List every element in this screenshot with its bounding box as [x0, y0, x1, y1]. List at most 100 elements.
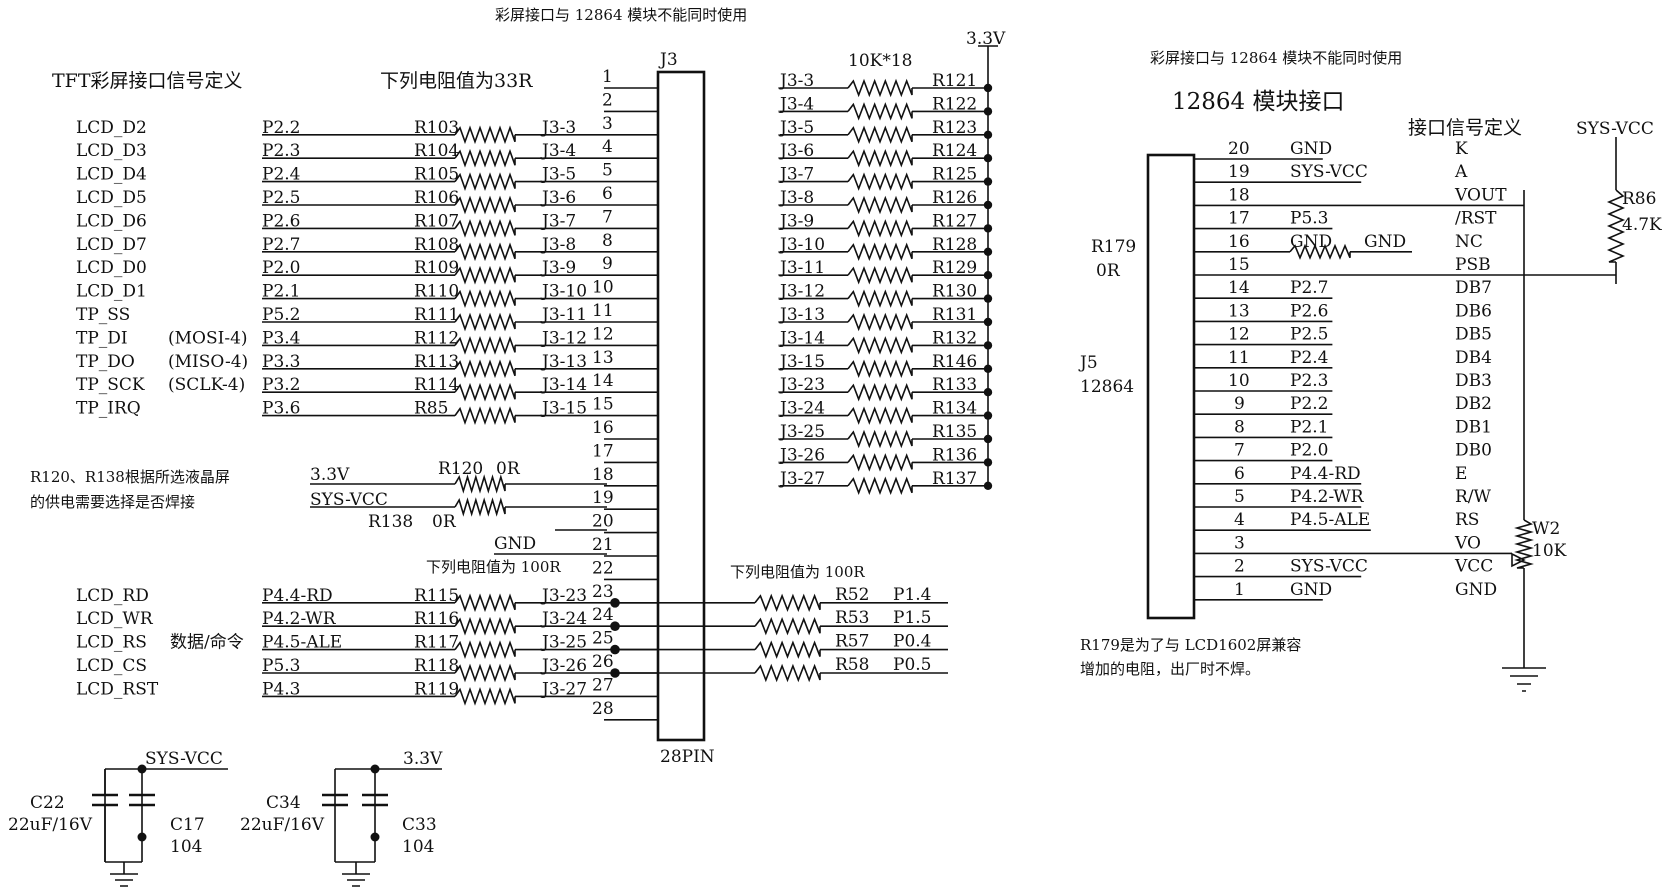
- j5-pin-number: 19: [1228, 162, 1250, 182]
- pullup-resistor-ref: R133: [932, 375, 977, 395]
- tft-net-label: J3-9: [540, 258, 576, 278]
- cap-left-rail: SYS-VCC: [145, 749, 223, 769]
- m12864-top-note: 彩屏接口与 12864 模块不能同时使用: [1150, 49, 1402, 67]
- tft-series-resistor: [454, 265, 516, 285]
- j3-pin-number: 25: [592, 629, 614, 649]
- j5-net-label: P2.1: [1290, 417, 1328, 437]
- w2-value: 10K: [1532, 541, 1567, 561]
- pullup-resistor: [847, 406, 913, 425]
- r179-note-line2: 增加的电阻，出厂时不焊。: [1080, 660, 1260, 678]
- pullup-resistor-ref: R134: [932, 399, 977, 419]
- tft-net-label: J3-3: [540, 118, 576, 138]
- j5-pin-number: 14: [1228, 278, 1250, 298]
- ctrl-signal-name: LCD_CS: [76, 656, 147, 676]
- j5-pin-number: 3: [1234, 533, 1245, 553]
- tft-port: P2.7: [262, 235, 300, 255]
- c33-ref: C33: [402, 815, 437, 835]
- top-note: 彩屏接口与 12864 模块不能同时使用: [495, 6, 747, 24]
- j5-net-label: GND: [1290, 232, 1332, 252]
- j3-ref: J3: [658, 50, 678, 70]
- j5-ref: J5: [1078, 353, 1098, 373]
- j5-function-label: DB0: [1455, 441, 1492, 461]
- j5-function-label: R/W: [1455, 487, 1492, 507]
- junction-dot: [137, 764, 147, 774]
- pullup-resistor: [847, 125, 913, 145]
- ground-symbol: [342, 873, 370, 887]
- tft-series-resistor: [454, 242, 516, 262]
- right-bus-resistor: [754, 640, 821, 659]
- j5-function-label: DB2: [1455, 394, 1492, 414]
- m12864-rail: SYS-VCC: [1576, 119, 1654, 139]
- j3-body: [656, 70, 706, 742]
- tft-resistor-ref: R105: [414, 165, 459, 185]
- j5-pin-number: 16: [1228, 232, 1250, 252]
- ctrl-port: P5.3: [262, 656, 300, 676]
- tft-resistor-ref: R111: [414, 305, 459, 325]
- junction-dot: [983, 294, 993, 303]
- junction-dot: [983, 130, 993, 139]
- power-note-line1: R120、R138根据所选液晶屏: [30, 468, 230, 486]
- r86-value: 4.7K: [1622, 215, 1662, 235]
- cap-left-plates: [92, 793, 155, 807]
- tft-title: TFT彩屏接口信号定义: [52, 70, 243, 92]
- tft-resistor-ref: R108: [414, 235, 459, 255]
- pullup-net-label: J3-26: [778, 445, 825, 465]
- tft-series-resistor: [454, 289, 516, 308]
- junction-dot: [983, 411, 993, 420]
- j5-net-label: GND: [1290, 139, 1332, 159]
- tft-series-resistor: [454, 195, 516, 215]
- tft-resistor-ref: R85: [414, 399, 448, 419]
- tft-signal-alt: (SCLK-4): [168, 375, 245, 395]
- tft-resistor-note: 下列电阻值为33R: [380, 70, 533, 92]
- c33-value: 104: [402, 837, 434, 857]
- j3-pin-number: 2: [602, 90, 613, 110]
- pullup-net-label: J3-15: [778, 352, 825, 372]
- tft-port: P2.6: [262, 211, 300, 231]
- pullup-resistor-ref: R131: [932, 305, 977, 325]
- ctrl-net-label: J3-23: [540, 586, 587, 606]
- pullup-rail-label: 3.3V: [966, 29, 1006, 49]
- ground-symbol: [110, 873, 138, 887]
- junction-dot: [370, 764, 380, 774]
- cap-left-wiring: [104, 768, 228, 874]
- tft-resistor-ref: R114: [414, 375, 459, 395]
- pullup-resistor-ref: R124: [932, 141, 977, 161]
- pullup-net-label: J3-5: [778, 118, 814, 138]
- pullup-net-label: J3-14: [778, 328, 825, 348]
- pullup-resistor: [847, 336, 913, 355]
- r138-value: 0R: [432, 512, 457, 532]
- junction-dot: [983, 481, 993, 490]
- ctrl-net-label: J3-27: [540, 679, 587, 699]
- j3-pin-number: 5: [602, 161, 613, 181]
- pullup-resistor: [847, 453, 913, 472]
- junction-dot: [983, 271, 993, 280]
- pullup-resistor-ref: R123: [932, 118, 977, 138]
- j5-function-label: DB5: [1455, 325, 1492, 345]
- tft-series-resistor: [454, 359, 516, 379]
- j3-pin-number: 9: [602, 254, 613, 274]
- j5-function-label: NC: [1455, 232, 1483, 252]
- c34-ref: C34: [266, 793, 301, 813]
- pullup-resistor-ref: R121: [932, 71, 977, 91]
- j3-pin-number: 27: [592, 675, 614, 695]
- j5-function-label: PSB: [1455, 255, 1491, 275]
- tft-port: P2.5: [262, 188, 300, 208]
- pullup-resistor: [847, 476, 913, 496]
- junction-dot: [983, 247, 993, 256]
- pullup-net-label: J3-8: [778, 188, 814, 208]
- pullup-resistor: [847, 242, 913, 262]
- pin18-source: 3.3V: [310, 465, 350, 485]
- j3-pin-number: 16: [592, 418, 614, 438]
- pullup-resistor-ref: R127: [932, 211, 977, 231]
- tft-signal-name: LCD_D2: [76, 118, 147, 138]
- pullup-net-label: J3-24: [778, 399, 825, 419]
- right-bus-resistor-ref: R53: [835, 608, 869, 628]
- tft-port: P3.3: [262, 352, 300, 372]
- tft-port: P3.2: [262, 375, 300, 395]
- j5-net-label: P2.0: [1290, 441, 1328, 461]
- pullup-resistor: [847, 78, 913, 98]
- pullup-net-label: J3-3: [778, 71, 814, 91]
- right-bus-resistor-ref: R52: [835, 585, 869, 605]
- j3-pin-number: 20: [592, 512, 614, 532]
- junction-dot: [983, 458, 993, 467]
